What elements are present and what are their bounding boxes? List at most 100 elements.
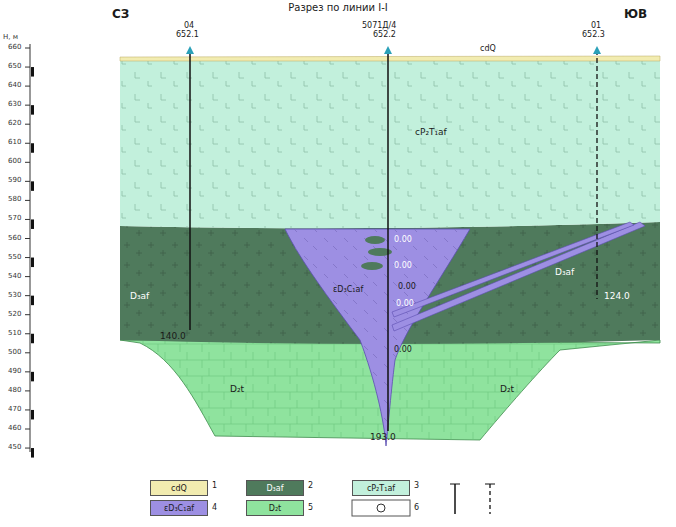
axis-tick-label: 510 (8, 330, 21, 338)
borehole-elevation: 652.1 (176, 31, 199, 40)
legend-borehole (485, 484, 495, 485)
axis-tick-label: 470 (8, 406, 21, 414)
borehole-number: 04 (184, 22, 194, 31)
axis-tick (25, 67, 30, 68)
borehole-elevation: 652.3 (582, 31, 605, 40)
axis-tick-label: 460 (8, 425, 21, 433)
borehole-number: 5071Д/4 (362, 22, 396, 31)
layer-index: cdQ (480, 45, 496, 54)
axis-tick-label: 560 (8, 235, 21, 243)
axis-tick-label: 550 (8, 254, 21, 262)
sample-value: 0.00 (394, 346, 412, 355)
layer-index: D₂t (500, 385, 514, 395)
axis-bar (31, 296, 34, 306)
layer-index: εD₃C₁af (333, 286, 363, 295)
axis-bar (31, 372, 34, 382)
borehole-depth: 140.0 (160, 332, 186, 342)
axis-tick-label: 620 (8, 120, 21, 128)
intrusion (285, 229, 470, 446)
legend-number: 1 (212, 482, 217, 491)
axis-bar (31, 410, 34, 420)
axis-tick-label: 610 (8, 139, 21, 147)
legend-number: 3 (414, 482, 419, 491)
axis-tick (25, 257, 30, 258)
legend-borehole (489, 484, 490, 514)
axis-tick (25, 429, 30, 430)
axis-tick (25, 219, 30, 220)
axis-tick-label: 660 (8, 44, 21, 52)
axis-bar (31, 105, 34, 115)
sample-value: 0.00 (398, 283, 416, 292)
legend-text: cP₂T₁af (367, 484, 395, 493)
layer-index: D₃af (555, 268, 574, 278)
axis-bar (31, 67, 34, 77)
legend-number: 6 (414, 504, 419, 513)
borehole-head (186, 46, 601, 54)
legend-symbol (377, 504, 385, 512)
axis-bar (31, 258, 34, 268)
layer-index: D₂t (230, 385, 244, 395)
legend-borehole (454, 484, 456, 514)
borehole (189, 50, 191, 330)
axis-tick (25, 238, 30, 239)
axis-tick-label: 630 (8, 101, 21, 109)
axis-tick-label: 650 (8, 63, 21, 71)
depth-axis (25, 44, 34, 458)
axis-tick-label: 520 (8, 311, 21, 319)
layer-index: D₃af (130, 292, 149, 302)
axis-tick-label: 480 (8, 387, 21, 395)
axis-tick (25, 371, 30, 372)
axis-tick-label: 540 (8, 273, 21, 281)
legend-swatch: D₂t (246, 500, 304, 516)
section-title: Разрез по линии I-I (288, 2, 387, 13)
axis-tick (25, 295, 30, 296)
axis-bar (31, 219, 34, 229)
axis-tick (25, 333, 30, 334)
axis-bar (31, 143, 34, 153)
axis-tick (25, 105, 30, 106)
borehole-depth: 124.0 (604, 292, 630, 302)
cdq-strip (120, 56, 660, 61)
legend-number: 2 (308, 482, 313, 491)
axis-tick (25, 162, 30, 163)
axis-tick (25, 276, 30, 277)
axis-tick-label: 600 (8, 158, 21, 166)
axis-tick (25, 48, 30, 49)
legend-borehole (450, 484, 460, 485)
dike (392, 222, 645, 331)
axis-bar (31, 448, 34, 458)
axis-tick (25, 124, 30, 125)
axis-tick-label: 580 (8, 196, 21, 204)
borehole-number: 01 (591, 22, 601, 31)
axis-tick (25, 86, 30, 87)
axis-bar (31, 334, 34, 344)
axis-tick-label: 500 (8, 349, 21, 357)
layer-index: cP₂T₁af (415, 128, 447, 138)
legend-swatch: D₃af (246, 480, 304, 496)
axis-tick-label: 450 (8, 444, 21, 452)
legend-number: 4 (212, 504, 217, 513)
borehole-depth: 193.0 (370, 433, 396, 443)
axis-tick (25, 143, 30, 144)
cp2t1af-layer (120, 60, 660, 228)
legend-number: 5 (308, 504, 313, 513)
axis-tick-label: 570 (8, 215, 21, 223)
legend-text: εD₃C₁af (164, 504, 194, 513)
axis-tick-label: 640 (8, 82, 21, 90)
axis-tick (25, 352, 30, 353)
borehole-elevation: 652.2 (373, 31, 396, 40)
legend-text: cdQ (171, 484, 187, 493)
axis-tick (25, 390, 30, 391)
legend-text: D₂t (269, 504, 282, 513)
axis-tick (25, 181, 30, 182)
legend-text: D₃af (266, 484, 283, 493)
axis-tick (25, 314, 30, 315)
legend-swatch: cP₂T₁af (352, 480, 410, 496)
axis-tick (25, 409, 30, 410)
lens (365, 236, 385, 244)
axis-tick (25, 200, 30, 201)
borehole-projected (596, 50, 597, 299)
legend-swatch: cdQ (150, 480, 208, 496)
lens (361, 262, 383, 270)
